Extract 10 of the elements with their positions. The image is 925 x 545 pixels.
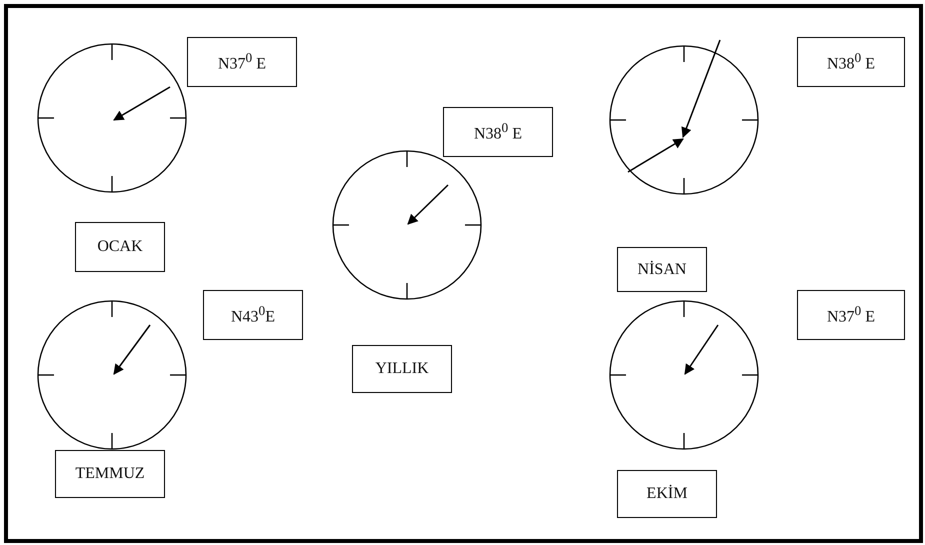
label-box: N37$^{0}$ E: [187, 37, 297, 87]
label-box: EKİM: [617, 470, 717, 518]
label-box: NİSAN: [617, 247, 707, 292]
label-box: OCAK: [75, 222, 165, 272]
label-box: N43$^{0}$E: [203, 290, 303, 340]
label-box: N38$^{0}$ E: [797, 37, 905, 87]
label-box: N37$^{0}$ E: [797, 290, 905, 340]
label-box: YILLIK: [352, 345, 452, 393]
label-box: TEMMUZ: [55, 450, 165, 498]
label-box: N38$^{0}$ E: [443, 107, 553, 157]
